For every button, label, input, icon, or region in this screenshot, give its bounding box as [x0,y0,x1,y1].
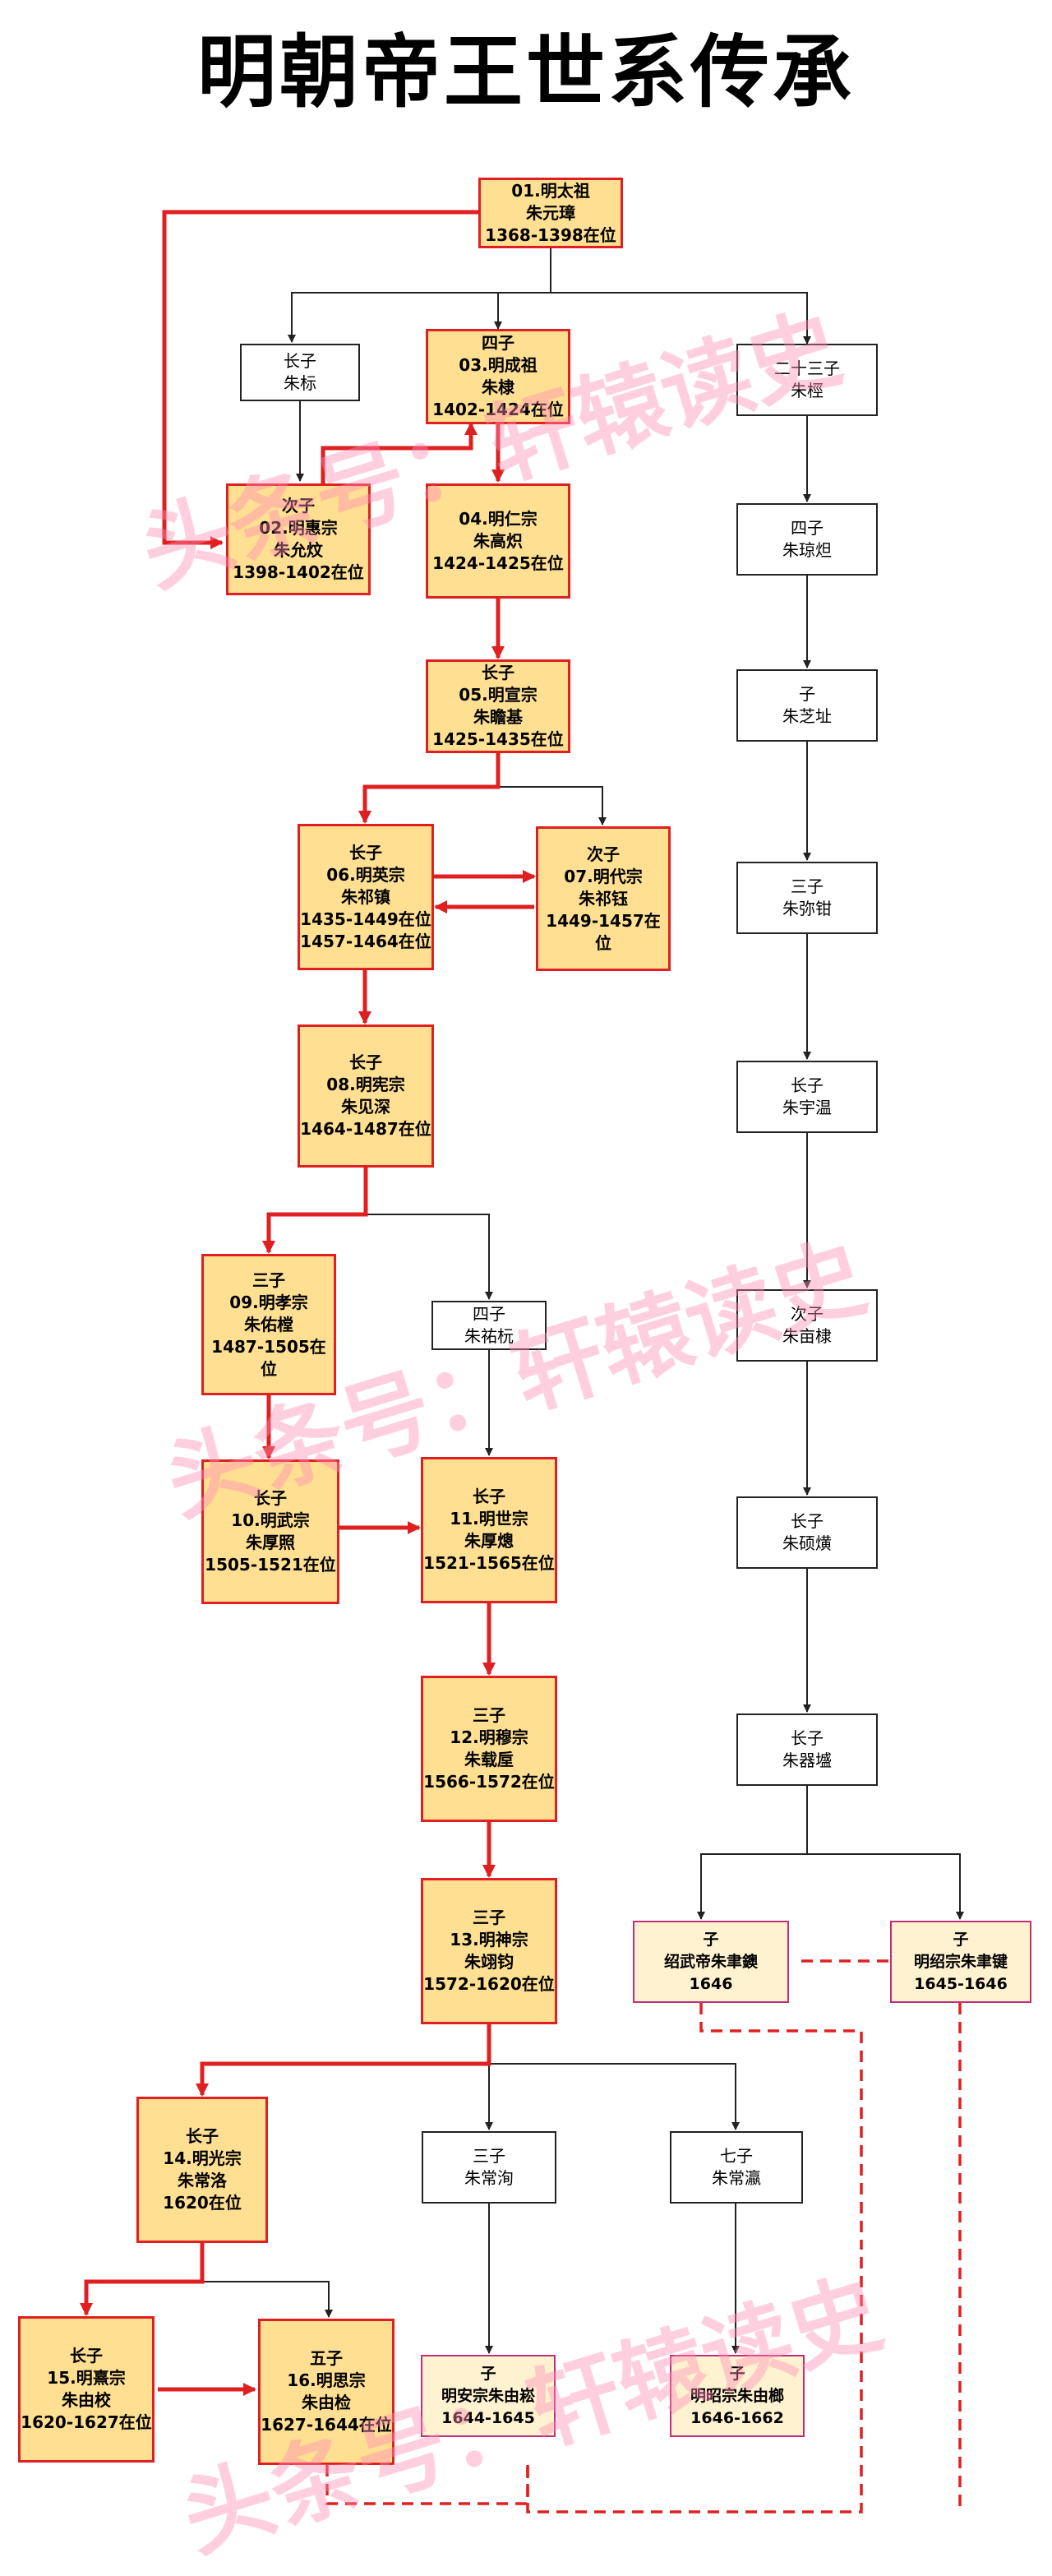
red-n01-n02 [162,210,478,549]
line-n08-youyuan [366,1214,493,1300]
red-n08-n09 [262,1168,368,1254]
red-n13-n14 [196,2024,491,2097]
node-n-lb5: 次子朱亩棣 [736,1289,878,1362]
page-title: 明朝帝王世系传承 [197,26,855,118]
line-n01-branch [291,247,551,342]
line-n01-zhuzhi [551,292,811,345]
succession-connectors [80,210,536,2396]
line-lb7-longwu [807,1853,964,1920]
red-n05-n06 [358,752,501,824]
line-n13-changying [489,2063,740,2130]
dash-shaowu-south [699,2003,863,2241]
node-n-changying: 七子朱常瀛 [670,2131,803,2204]
node-n-lb4: 长子朱宇温 [736,1061,878,1133]
node-n-lb7: 长子朱器墭 [736,1713,878,1786]
lineage-diagram [80,210,964,2514]
southern-ming-dashes [325,1959,962,2514]
red-n02-n03 [321,422,478,483]
line-n14-n16 [202,2281,333,2318]
node-n-youyuan: 四子朱祐杬 [431,1301,547,1350]
red-n14-n15 [80,2243,205,2316]
node-n-changxun: 三子朱常洵 [422,2131,556,2204]
plain-connectors [202,247,964,2354]
node-n-lb6: 长子朱硕熿 [736,1496,878,1569]
node-n-lb1: 四子朱琼炟 [736,503,878,576]
node-n-lb3: 三子朱弥钳 [736,862,878,934]
line-n05-n07 [498,786,607,826]
dash-n16-hongguang [325,2465,529,2505]
node-n-biao: 长子朱标 [240,344,360,401]
dash-hongguang-yongli [526,2241,863,2514]
node-n-zhuzhi: 二十三子朱桱 [736,344,878,416]
line-lb7-branch [697,1786,808,1920]
node-n-lb2: 子朱芝址 [736,669,878,742]
